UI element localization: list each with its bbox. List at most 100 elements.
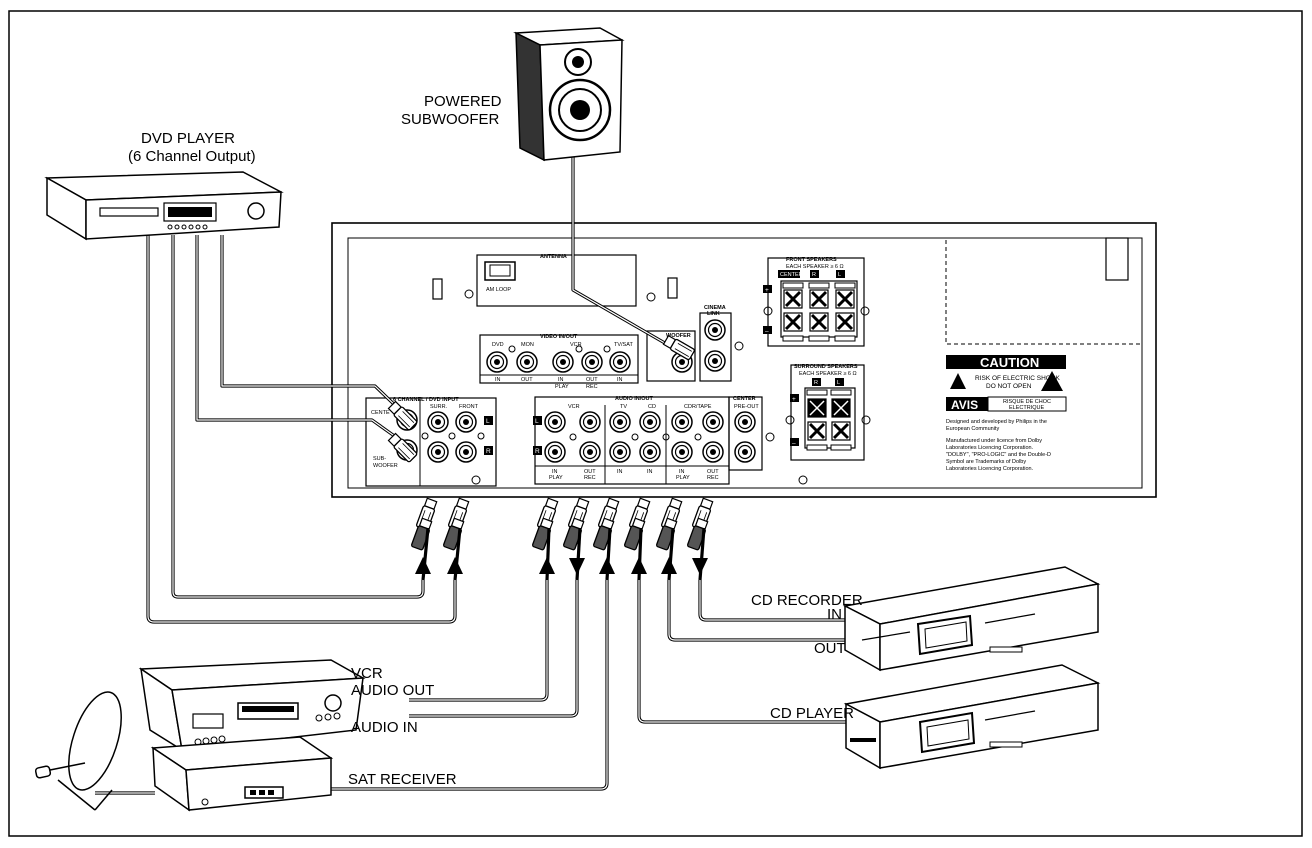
- cdr-rec-l-jack[interactable]: [702, 411, 724, 433]
- subwoofer-label: POWERED: [424, 93, 502, 110]
- avis-line: ELECTRIQUE: [1009, 405, 1044, 411]
- six-ch-sub-label: SUB-: [373, 456, 386, 462]
- front-l-jack[interactable]: [455, 411, 477, 433]
- cdr-play-r-jack[interactable]: [671, 441, 693, 463]
- cinema-link-jack[interactable]: [704, 319, 726, 341]
- subwoofer-out-section: WOOFER UT CINEMA LINK: [646, 305, 744, 382]
- surround-speakers-section: SURROUND SPEAKERS EACH SPEAKER ≥ 6 Ω R L…: [785, 364, 871, 461]
- caution-paragraph: Manufactured under licence from Dolby: [946, 438, 1042, 444]
- surr-r-jack[interactable]: [427, 441, 449, 463]
- front-terminal[interactable]: [834, 311, 856, 333]
- six-ch-surr-label: SURR.: [430, 404, 448, 410]
- cd-in-r-jack[interactable]: [639, 441, 661, 463]
- video-bottom-label: PLAY: [555, 384, 569, 390]
- arrow-up-icon: [661, 557, 677, 574]
- cdr-play-l-jack[interactable]: [671, 411, 693, 433]
- cinema-link-label: LINK: [707, 311, 720, 317]
- arrow-up-icon: [631, 557, 647, 574]
- vcr-rec-l-jack[interactable]: [579, 411, 601, 433]
- audio-bottom-label: OUT: [584, 469, 596, 475]
- six-ch-sub-label: WOOFER: [373, 463, 398, 469]
- cd-recorder-in-label: IN: [827, 606, 842, 623]
- dvd-player-icon: [44, 171, 284, 241]
- vcr-icon: [138, 659, 366, 752]
- front-tab-center: CENTER: [780, 272, 803, 278]
- video-col-mon: MON: [521, 342, 534, 348]
- dvd-player-sublabel: (6 Channel Output): [128, 148, 256, 165]
- lr-tag: R: [486, 448, 491, 455]
- video-bottom-label: IN: [495, 377, 501, 383]
- surr-l-jack[interactable]: [427, 411, 449, 433]
- am-loop-label: AM LOOP: [486, 287, 511, 293]
- caution-line: RISK OF ELECTRIC SHOCK: [975, 375, 1061, 382]
- cd-recorder-label: CD RECORDER: [751, 592, 863, 609]
- front-terminal[interactable]: [808, 288, 830, 310]
- vcr-rec-r-jack[interactable]: [579, 441, 601, 463]
- cd-player-label: CD PLAYER: [770, 705, 854, 722]
- arrow-up-icon: [447, 557, 463, 574]
- vcr-audio-out-label: AUDIO OUT: [351, 682, 434, 699]
- caution-paragraph: Laboratories Licencing Corporation.: [946, 445, 1034, 451]
- cd-recorder-out-label: OUT: [814, 640, 846, 657]
- sat-receiver-icon: [150, 736, 334, 812]
- caution-paragraph: European Community: [946, 426, 999, 432]
- vcr-play-r-jack[interactable]: [544, 441, 566, 463]
- video-jack[interactable]: [486, 351, 508, 373]
- dvd-player-label: DVD PLAYER: [141, 130, 235, 147]
- surround-terminal[interactable]: [830, 420, 852, 442]
- each-speaker-label: EACH SPEAKER ≥ 6 Ω: [799, 371, 857, 377]
- satellite-dish-icon: [34, 691, 122, 811]
- front-terminal[interactable]: [782, 288, 804, 310]
- video-jack[interactable]: [581, 351, 603, 373]
- front-r-jack[interactable]: [455, 441, 477, 463]
- video-jack[interactable]: [609, 351, 631, 373]
- cinema-link-jack[interactable]: [704, 350, 726, 372]
- front-terminal[interactable]: [782, 311, 804, 333]
- caution-paragraph: Symbol are Trademarks of Dolby: [946, 459, 1026, 465]
- antenna-label: ANTENNA: [540, 254, 567, 260]
- audio-bottom-label: IN: [552, 469, 558, 475]
- cables: [95, 142, 846, 795]
- center-preout-jack[interactable]: [734, 411, 756, 433]
- surround-terminal[interactable]: [831, 398, 851, 418]
- cd-in-l-jack[interactable]: [639, 411, 661, 433]
- six-ch-front-label: FRONT: [459, 404, 479, 410]
- center-preout-jack[interactable]: [734, 441, 756, 463]
- signal-direction-arrows: [415, 557, 708, 575]
- video-jack[interactable]: [552, 351, 574, 373]
- tv-in-l-jack[interactable]: [609, 411, 631, 433]
- video-bottom-label: IN: [558, 377, 564, 383]
- audio-bottom-label: IN: [617, 469, 623, 475]
- video-col-tvsat: TV/SAT: [614, 342, 633, 348]
- cdr-rec-r-jack[interactable]: [702, 441, 724, 463]
- surround-terminal[interactable]: [807, 398, 827, 418]
- video-col-vcr: VCR: [570, 342, 582, 348]
- video-bottom-label: REC: [586, 384, 598, 390]
- surround-terminal[interactable]: [806, 420, 828, 442]
- audio-bottom-label: OUT: [707, 469, 719, 475]
- surround-tab-l: L: [837, 380, 840, 386]
- tv-in-r-jack[interactable]: [609, 441, 631, 463]
- caution-label: CAUTION RISK OF ELECTRIC SHOCK DO NOT OP…: [946, 355, 1067, 472]
- center-preout-label: PRE-OUT: [734, 404, 759, 410]
- front-tab-l: L: [838, 272, 841, 278]
- avis-line: RISQUE DE CHOC: [1003, 399, 1051, 405]
- audio-io-label: AUDIO IN/OUT: [615, 396, 654, 402]
- vcr-audio-in-label: AUDIO IN: [351, 719, 418, 736]
- front-terminal[interactable]: [808, 311, 830, 333]
- audio-bottom-label: IN: [679, 469, 685, 475]
- vcr-play-l-jack[interactable]: [544, 411, 566, 433]
- arrow-down-icon: [569, 558, 585, 575]
- surround-tab-r: R: [814, 380, 818, 386]
- front-speakers-label: FRONT SPEAKERS: [786, 257, 837, 263]
- video-jack[interactable]: [516, 351, 538, 373]
- video-bottom-label: OUT: [521, 377, 533, 383]
- audio-col-label: TV: [620, 404, 627, 410]
- audio-bottom-label: IN: [647, 469, 653, 475]
- device-labels: POWERED SUBWOOFER DVD PLAYER (6 Channel …: [128, 93, 863, 788]
- six-ch-center-label: CENTE: [371, 410, 390, 416]
- front-terminal[interactable]: [834, 288, 856, 310]
- video-bottom-label: OUT: [586, 377, 598, 383]
